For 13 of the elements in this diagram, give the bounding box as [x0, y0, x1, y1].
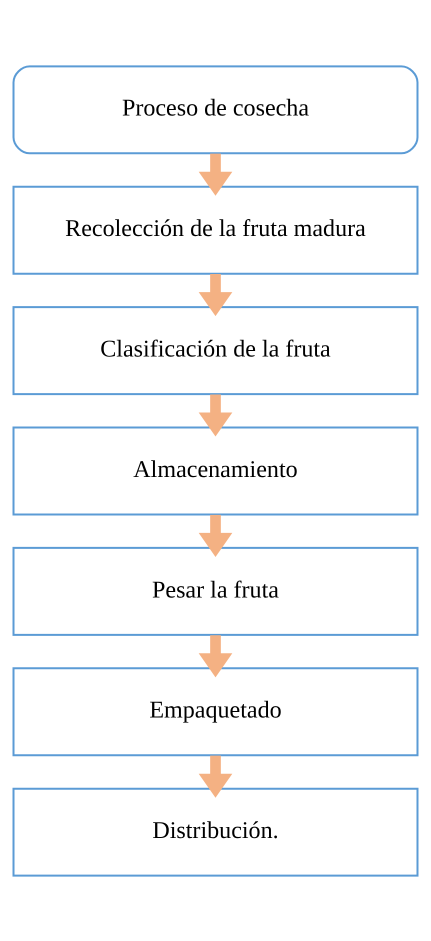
node-box: Proceso de cosecha — [12, 64, 418, 154]
arrow — [198, 153, 232, 196]
node-box: Distribución. — [12, 787, 418, 876]
node-box: Pesar la fruta — [12, 546, 418, 636]
node-box: Clasificación de la fruta — [12, 306, 418, 395]
arrow — [198, 514, 232, 556]
arrow — [198, 755, 232, 798]
node-box: Almacenamiento — [12, 426, 418, 515]
arrow — [198, 274, 232, 316]
node-box: Empaquetado — [12, 666, 418, 756]
node-box: Recolección de la fruta madura — [12, 185, 418, 274]
arrow — [198, 394, 232, 436]
arrow — [198, 634, 232, 677]
